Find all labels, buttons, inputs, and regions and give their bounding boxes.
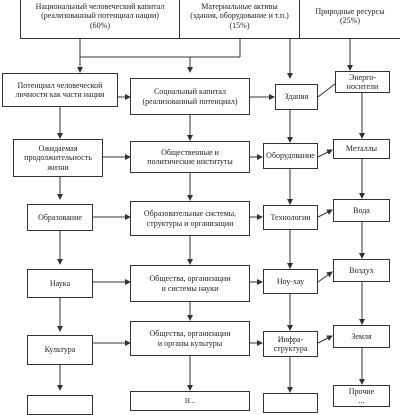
science-box: Наука — [27, 269, 93, 298]
know-how-box: Ноу-хау — [263, 269, 318, 294]
culture-box: Культура — [27, 335, 93, 365]
education-systems-box: Образовательные системы, структуры и орг… — [130, 201, 250, 236]
other-resources-box: Прочие ... — [333, 385, 390, 407]
middle-bottom-box: Н... — [130, 391, 250, 411]
energy-carriers-box: Энерго- носители — [335, 71, 390, 93]
connector-lines — [57, 39, 365, 393]
social-political-institutions-box: Общественные и политические институты — [130, 141, 250, 173]
human-potential-box: Потенциал человеческой личности как част… — [2, 73, 118, 107]
water-box: Вода — [333, 199, 390, 222]
science-organizations-box: Общества, организации и системы науки — [130, 265, 250, 302]
assets-bottom-box — [263, 393, 318, 413]
natural-resources-box: Природные ресурсы (25%) — [300, 0, 400, 39]
air-box: Воздух — [333, 259, 390, 282]
equipment-box: Оборудование — [263, 143, 318, 169]
land-box: Земля — [333, 325, 390, 348]
left-bottom-box — [27, 395, 93, 415]
national-human-capital-box: Национальный человеческий капитал (реали… — [20, 0, 180, 39]
life-expectancy-box: Ожидаемая продолжительность жизни — [13, 139, 103, 177]
social-capital-box: Социальный капитал (реализованный потенц… — [130, 78, 250, 115]
infrastructure-box: Инфра- структура — [263, 331, 318, 357]
material-assets-box: Материальные активы (здания, оборудовани… — [180, 0, 300, 39]
metals-box: Металлы — [333, 139, 390, 159]
technologies-box: Технологии — [263, 205, 318, 230]
education-box: Образование — [27, 204, 93, 231]
culture-organizations-box: Общества, организации и органы культуры — [130, 321, 250, 356]
buildings-box: Здания — [275, 84, 318, 110]
